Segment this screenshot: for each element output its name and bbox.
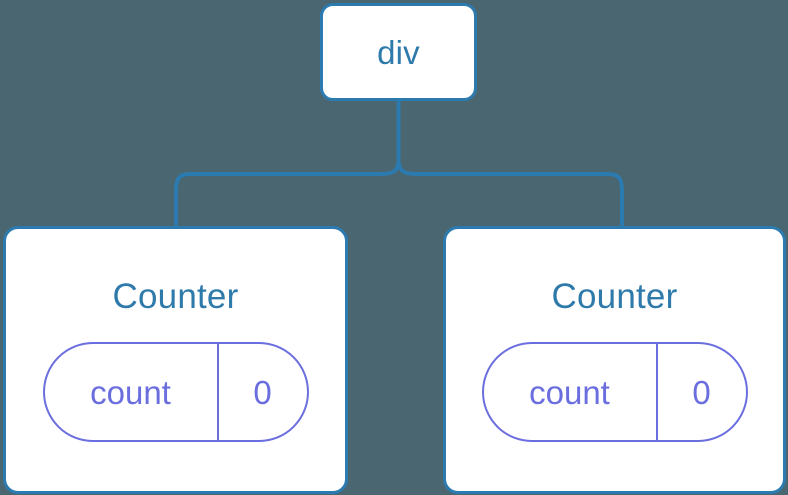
- state-value-left: 0: [253, 373, 272, 411]
- state-key-right: count: [484, 344, 658, 440]
- connector-branch-left: [174, 159, 401, 228]
- state-value-right: 0: [692, 373, 711, 411]
- state-pill-right: count 0: [481, 342, 748, 442]
- node-counter-left-title: Counter: [112, 277, 239, 316]
- state-key-left: count: [45, 344, 219, 440]
- node-div[interactable]: div: [320, 3, 477, 101]
- node-counter-right[interactable]: Counter count 0: [443, 226, 786, 494]
- node-counter-left[interactable]: Counter count 0: [3, 226, 348, 494]
- node-counter-right-title: Counter: [551, 277, 678, 316]
- state-pill-left: count 0: [42, 342, 309, 442]
- connector-branch-right: [396, 159, 624, 228]
- node-div-label: div: [377, 33, 420, 71]
